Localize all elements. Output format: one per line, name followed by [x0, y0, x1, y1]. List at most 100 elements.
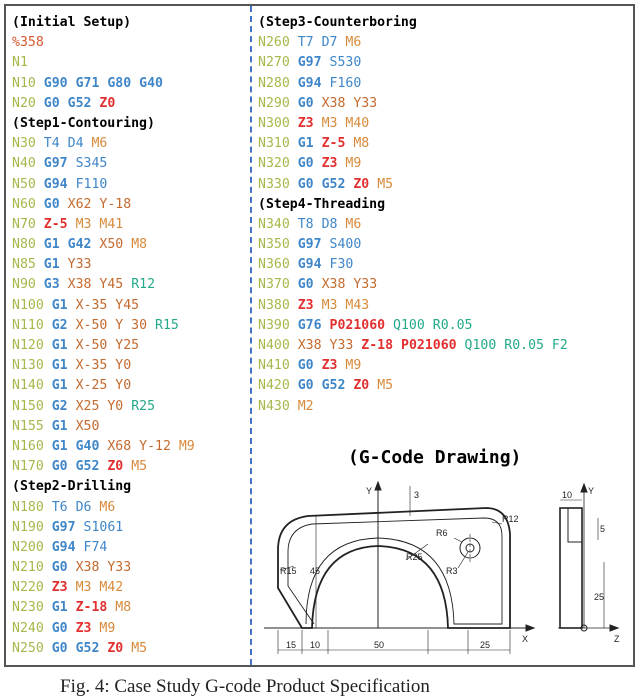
code-token: Y 30 [115, 317, 148, 333]
code-token: G40 [139, 75, 163, 91]
section-heading: (Step2-Drilling [12, 479, 132, 495]
code-line: N220 Z3 M3 M42 [12, 578, 195, 598]
code-token: G90 [43, 75, 68, 91]
code-token: Y0 [115, 358, 132, 374]
code-token: N300 [258, 115, 290, 131]
code-token: S530 [329, 55, 362, 71]
code-token: P021060 [329, 317, 386, 333]
code-token: Y-18 [99, 196, 132, 212]
code-token: G2 [51, 317, 68, 333]
code-token: N420 [258, 378, 290, 394]
code-token: N90 [12, 277, 36, 293]
code-token: T4 [43, 136, 60, 152]
code-token: G0 [51, 560, 68, 576]
code-line: N430 M2 [258, 397, 568, 417]
code-token: X-25 [75, 378, 108, 394]
code-token: G2 [51, 398, 68, 414]
code-token: X50 [99, 237, 124, 253]
code-token: M3 [321, 297, 338, 313]
code-line: N230 G1 Z-18 M8 [12, 598, 195, 618]
code-token: G1 [51, 378, 68, 394]
label-10b: 10 [562, 490, 572, 500]
code-token: G0 [297, 95, 314, 111]
code-token: G1 [43, 257, 60, 273]
code-token: D4 [67, 136, 84, 152]
code-token: N50 [12, 176, 36, 192]
code-token: N410 [258, 358, 290, 374]
code-line: N320 G0 Z3 M9 [258, 154, 568, 174]
code-token: Z3 [51, 580, 68, 596]
code-token: N320 [258, 156, 290, 172]
code-line: N100 G1 X-35 Y45 [12, 296, 195, 316]
code-token: G1 [297, 136, 314, 152]
label-z-side: Z [614, 634, 620, 644]
code-token: F2 [551, 338, 568, 353]
code-token: Z0 [353, 176, 370, 192]
code-token: Q100 [464, 338, 497, 353]
code-token: G3 [43, 277, 60, 293]
label-50: 50 [374, 640, 384, 650]
code-token: Y0 [107, 398, 124, 414]
code-token: N80 [12, 237, 36, 253]
code-token: M5 [377, 176, 394, 192]
code-line: N420 G0 G52 Z0 M5 [258, 376, 568, 396]
code-line: N160 G1 G40 X68 Y-12 M9 [12, 437, 195, 457]
code-line: N155 G1 X50 [12, 417, 195, 437]
code-token: Z-18 [75, 600, 108, 616]
r25-leader [405, 543, 429, 561]
code-token: M6 [345, 216, 362, 232]
code-token: N370 [258, 277, 290, 293]
code-token: N400 [258, 338, 290, 353]
code-token: G40 [75, 438, 100, 454]
code-token: D8 [321, 216, 338, 232]
code-token: G52 [67, 95, 92, 111]
code-token: N310 [258, 136, 290, 152]
part-outline-inner [287, 517, 503, 625]
y-arrow-side [580, 482, 588, 493]
section-heading: (Step1-Contouring) [12, 115, 155, 131]
code-token: G0 [297, 378, 314, 394]
code-token: Z3 [75, 620, 92, 636]
side-view-step [567, 507, 583, 543]
code-line: N370 G0 X38 Y33 [258, 275, 568, 295]
code-line: N85 G1 Y33 [12, 255, 195, 275]
code-token: M40 [345, 115, 370, 131]
code-token: M8 [115, 600, 132, 616]
code-line: N10 G90 G71 G80 G40 [12, 74, 195, 94]
label-r12: R12 [502, 514, 519, 524]
drawing-labels: Y X 3 R6 R12 R3 R25 R15 45 15 10 50 25 Y… [280, 486, 620, 650]
code-token: N160 [12, 438, 44, 454]
code-token: N280 [258, 75, 290, 91]
code-token: N110 [12, 317, 44, 333]
code-token: N10 [12, 75, 36, 91]
code-line: N180 T6 D6 M6 [12, 498, 195, 518]
code-line: N280 G94 F160 [258, 74, 568, 94]
code-token: G0 [297, 277, 314, 293]
x-arrow-front [525, 624, 536, 632]
label-r25: R25 [406, 552, 423, 562]
code-token: N240 [12, 620, 44, 636]
code-token: Z-5 [43, 216, 68, 232]
hole-outer [459, 537, 481, 559]
code-token: Z3 [297, 115, 314, 131]
code-token: F30 [329, 257, 354, 273]
code-line: N290 G0 X38 Y33 [258, 94, 568, 114]
code-token: Y45 [115, 297, 140, 313]
code-token: M9 [345, 358, 362, 374]
label-45: 45 [310, 566, 320, 576]
code-token: N30 [12, 136, 36, 152]
code-token: G0 [51, 640, 68, 656]
code-token: G97 [43, 156, 68, 172]
code-token: G42 [67, 237, 92, 253]
code-token: M43 [345, 297, 370, 313]
code-line: N130 G1 X-35 Y0 [12, 356, 195, 376]
code-token: G0 [297, 358, 314, 374]
code-token: G94 [297, 75, 322, 91]
code-token: X62 [67, 196, 92, 212]
code-token: G0 [43, 95, 60, 111]
code-token: N60 [12, 196, 36, 212]
code-token: M2 [297, 398, 314, 414]
code-token: N200 [12, 539, 44, 555]
code-line: N380 Z3 M3 M43 [258, 296, 568, 316]
code-token: M5 [377, 378, 394, 394]
